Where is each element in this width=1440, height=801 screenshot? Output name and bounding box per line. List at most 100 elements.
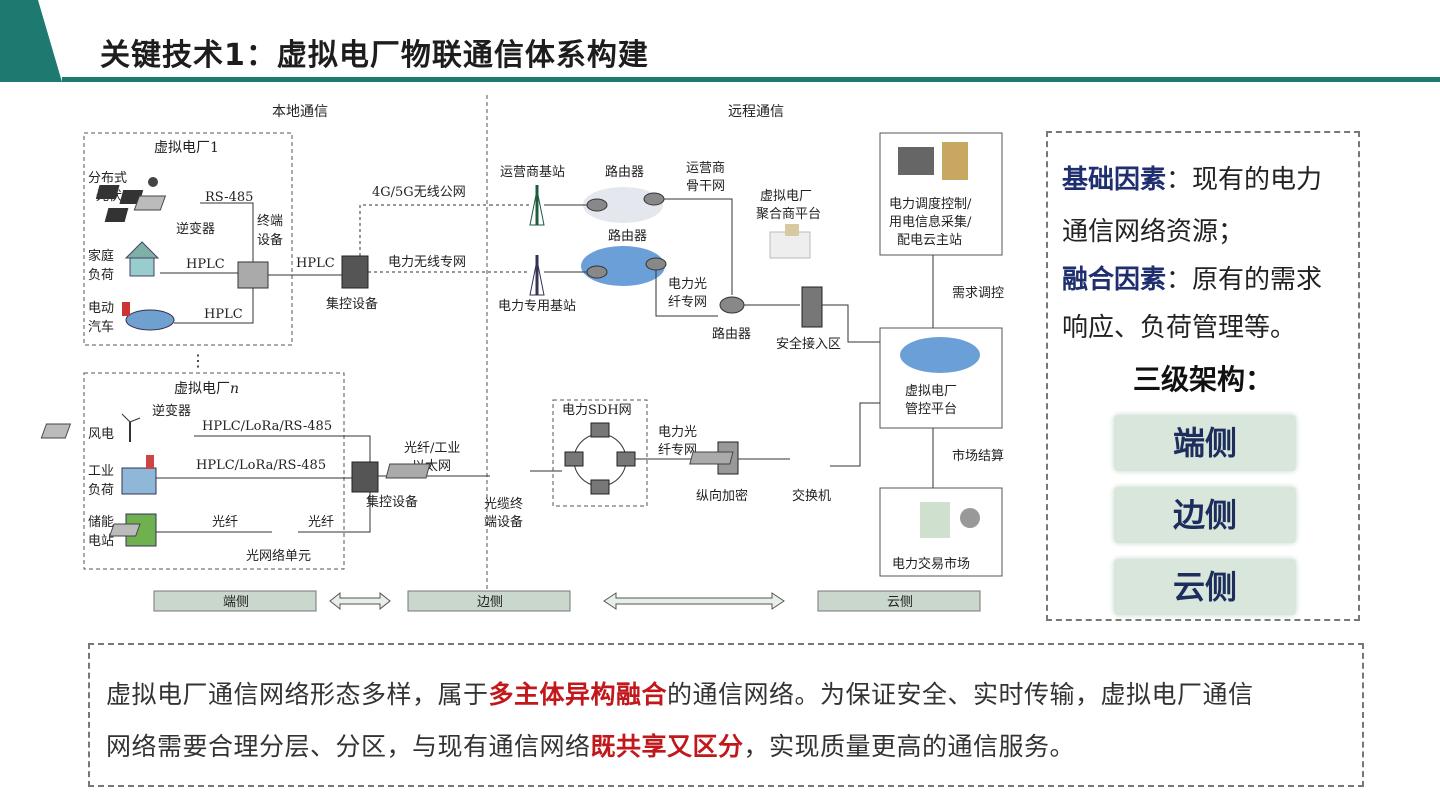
double-arrow-icon-2	[603, 592, 785, 610]
hplc-lora-label-2: HPLC/LoRa/RS-485	[196, 458, 326, 473]
pv-label: 分布式	[88, 171, 127, 186]
fiber-private-label-b: 电力光	[658, 425, 697, 440]
dispatch-label-1: 电力调度控制/	[889, 196, 972, 212]
local-comm-label: 本地通信	[272, 104, 328, 120]
onu-icon	[108, 523, 141, 537]
wind-label: 风电	[88, 427, 114, 442]
inverter-label-2: 逆变器	[152, 403, 191, 419]
tier-bar-edge	[407, 590, 571, 612]
router-icon-3	[586, 265, 608, 279]
tier-bar-cloud	[817, 590, 981, 612]
title-corner-accent	[0, 0, 62, 82]
vpp-platform-label-2: 管控平台	[905, 402, 957, 417]
switch-label: 交换机	[792, 488, 831, 504]
industry-label: 工业	[88, 464, 114, 479]
house-icon	[124, 241, 160, 277]
aggregator-platform-icon	[769, 224, 811, 259]
concentrator-label-2: 集控设备	[366, 494, 418, 510]
sdh-label: 电力SDH网	[562, 403, 632, 418]
tier-bar-edge-label: 边侧	[477, 595, 503, 610]
tier-bar-cloud-label: 云侧	[887, 595, 913, 610]
vertical-encrypt-label: 纵向加密	[696, 488, 748, 504]
key-factors-panel: 基础因素：现有的电力 通信网络资源； 融合因素：原有的需求 响应、负荷管理等。 …	[1046, 131, 1360, 621]
fusion-factor-line-1: 融合因素：原有的需求	[1062, 265, 1323, 295]
concentrator-label-1: 集控设备	[326, 296, 378, 312]
ev-icon	[122, 302, 175, 331]
router-icon-1	[586, 198, 608, 212]
security-zone-label: 安全接入区	[776, 336, 841, 352]
title-divider	[62, 77, 1440, 82]
inverter-icon	[133, 195, 167, 211]
aggregator-label: 虚拟电厂	[760, 189, 812, 204]
vppn-group	[83, 372, 345, 570]
sdh-group	[552, 399, 648, 507]
operator-bs-label: 运营商基站	[500, 165, 565, 180]
ev-label-2: 汽车	[88, 319, 114, 335]
router-icon-2	[643, 192, 665, 206]
aggregator-label-2: 聚合商平台	[756, 207, 821, 222]
operator-backbone-label-2: 骨干网	[686, 179, 725, 194]
terminal-label-2: 设备	[257, 232, 283, 248]
communication-architecture-diagram: 本地通信 远程通信 虚拟电厂1 分布式 光伏 RS-485 逆变器 终端 设备 …	[40, 95, 1004, 612]
summary-line-1: 虚拟电厂通信网络形态多样，属于多主体异构融合的通信网络。为保证安全、实时传输，虚…	[106, 680, 1254, 709]
basic-factor-line-1: 基础因素：现有的电力	[1062, 165, 1323, 195]
page-title: 关键技术1：虚拟电厂物联通信体系构建	[100, 38, 649, 73]
tier-bar-end	[153, 590, 317, 612]
hplc-lora-label-1: HPLC/LoRa/RS-485	[202, 419, 332, 434]
tier-cloud-badge: 云侧	[1114, 559, 1296, 615]
power-bs-label: 电力专用基站	[498, 299, 576, 314]
double-arrow-icon-1	[329, 591, 391, 611]
concentrator-icon-2	[351, 461, 379, 493]
operator-tower-icon	[529, 185, 545, 226]
cloud-icon-1	[583, 187, 663, 223]
hplc-ev-label: HPLC	[204, 307, 243, 322]
security-server-icon	[801, 286, 823, 328]
solar-panel-icon	[95, 177, 158, 222]
vpp-platform-cloud-icon	[900, 337, 980, 373]
tier-bar-end-label: 端侧	[223, 595, 249, 610]
terminal-label: 终端	[257, 213, 283, 229]
architecture-title: 三级架构：	[1132, 363, 1273, 396]
fiber-label-2: 光纤	[308, 515, 334, 530]
router-label-1: 路由器	[605, 164, 644, 180]
tier-end-badge: 端侧	[1114, 415, 1296, 471]
summary-box: 虚拟电厂通信网络形态多样，属于多主体异构融合的通信网络。为保证安全、实时传输，虚…	[88, 643, 1364, 787]
fiber-private-label-2: 纤专网	[668, 295, 707, 310]
vppn-label: 虚拟电厂n	[174, 381, 239, 397]
basic-factor-line-2: 通信网络资源；	[1062, 217, 1245, 247]
vpp1-label: 虚拟电厂1	[154, 140, 219, 156]
fiber-ethernet-label: 光纤/工业	[404, 441, 460, 456]
sdh-node-icons	[564, 422, 636, 495]
vpp-platform-label-1: 虚拟电厂	[905, 384, 957, 399]
rs485-label: RS-485	[205, 190, 253, 205]
factory-icon	[121, 455, 157, 495]
olt-label: 光缆终	[484, 496, 523, 512]
trading-market-icon	[920, 502, 980, 538]
tier-edge-badge: 边侧	[1114, 487, 1296, 543]
market-settle-label: 市场结算	[952, 448, 1004, 464]
router-label-2: 路由器	[608, 228, 647, 244]
fiber-private-label: 电力光	[668, 277, 707, 292]
fiber-label-1: 光纤	[212, 515, 238, 530]
fiber-private-label-b2: 纤专网	[658, 443, 697, 458]
ev-label: 电动	[88, 301, 114, 316]
olt-label-2: 端设备	[484, 514, 523, 530]
storage-label: 储能	[88, 515, 114, 530]
olt-icon	[385, 463, 431, 479]
storage-label-2: 电站	[88, 534, 114, 549]
hplc-home-label: HPLC	[186, 257, 225, 272]
fusion-factor-line-2: 响应、负荷管理等。	[1062, 313, 1297, 343]
switch-icon	[689, 451, 734, 465]
terminal-device-icon	[237, 261, 269, 289]
operator-backbone-label: 运营商	[686, 161, 725, 176]
summary-line-2: 网络需要合理分层、分区，与现有通信网络既共享又区分，实现质量更高的通信服务。	[106, 732, 1076, 761]
hplc-link-label: HPLC	[296, 256, 335, 271]
router-icon-5	[719, 296, 745, 314]
dispatch-label-2: 用电信息采集/	[889, 214, 972, 230]
wireless-public-label: 4G/5G无线公网	[372, 185, 466, 200]
router-icon-4	[645, 257, 667, 271]
inverter-label: 逆变器	[176, 221, 215, 237]
wind-turbine-icon	[121, 413, 141, 442]
dispatch-server-icon	[898, 142, 968, 180]
router-label-3: 路由器	[712, 326, 751, 342]
